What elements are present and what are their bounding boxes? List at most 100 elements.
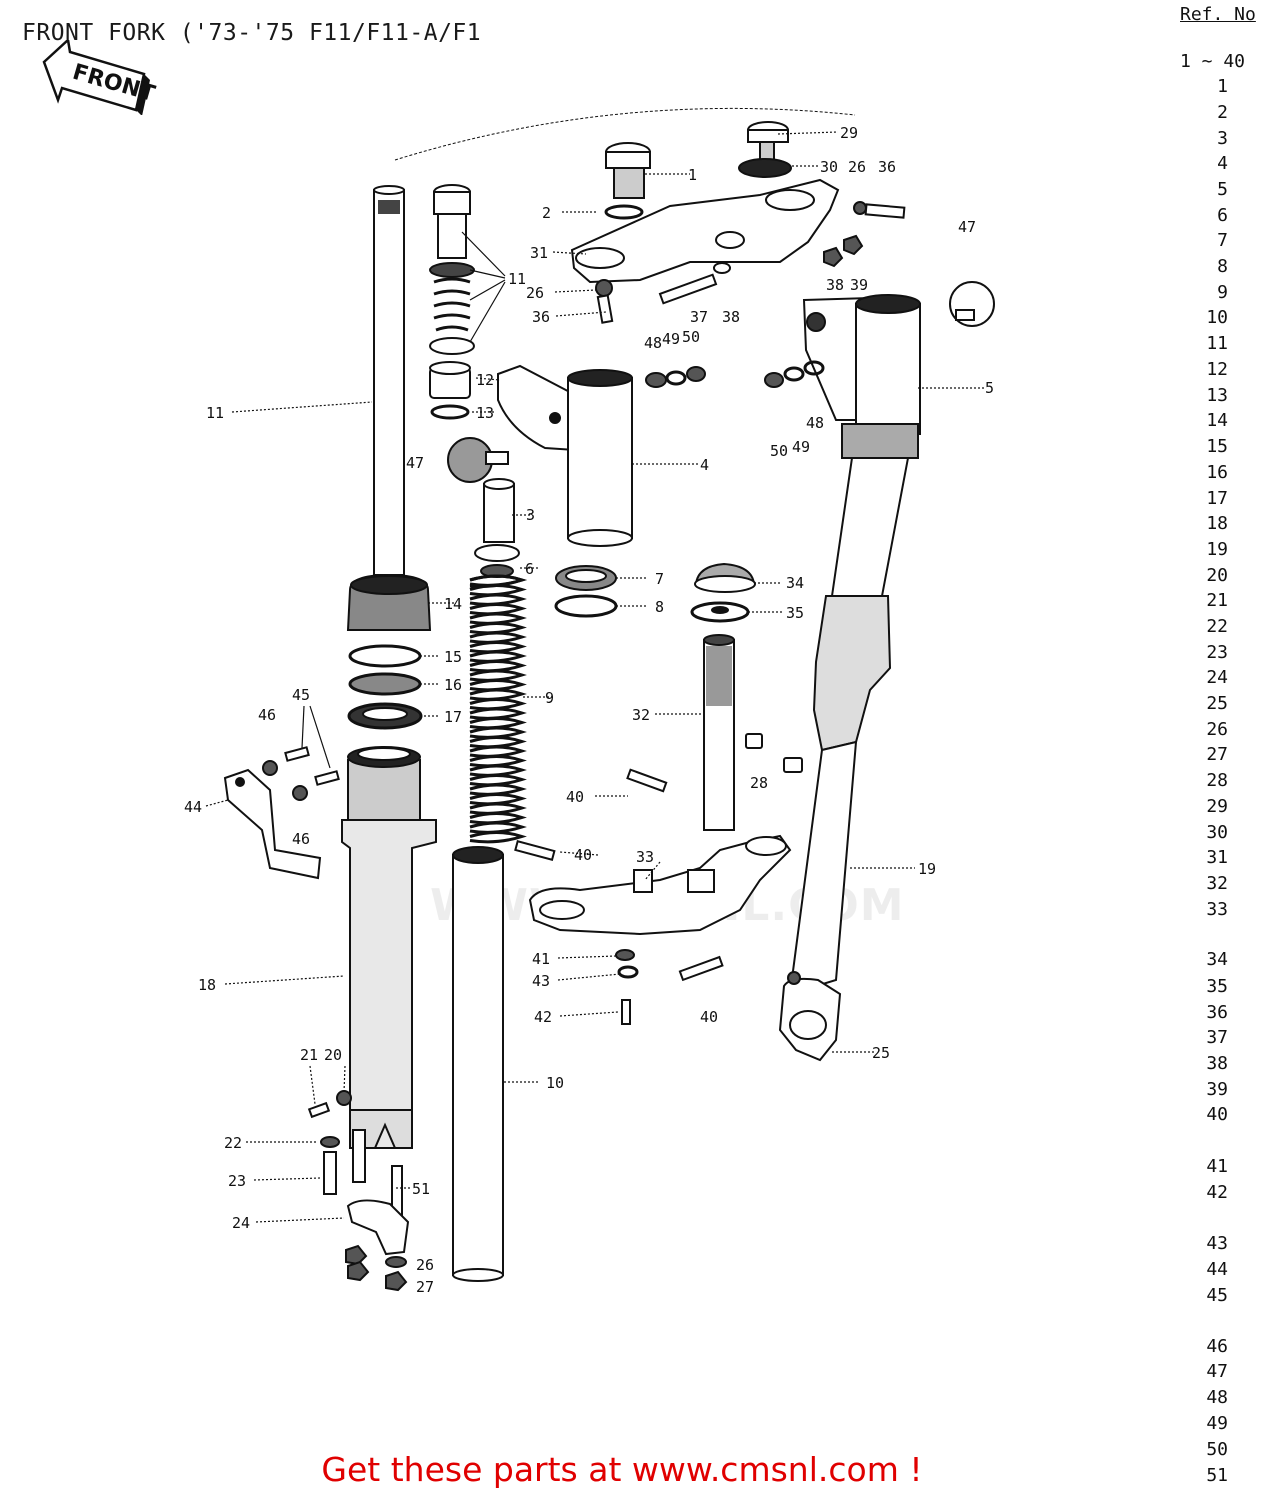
ref-number-item: 20 xyxy=(1206,565,1228,586)
spring-coil xyxy=(469,812,527,825)
spring-coil xyxy=(469,669,527,682)
ref-number-item: 25 xyxy=(1206,693,1228,714)
callout-44: 44 xyxy=(184,798,202,816)
callout-46-top: 46 xyxy=(258,706,276,724)
spring-coil xyxy=(469,764,527,777)
ref-number-item: 24 xyxy=(1206,667,1228,688)
callout-20: 20 xyxy=(324,1046,342,1064)
ref-number-item: 30 xyxy=(1206,822,1228,843)
spring-coil xyxy=(469,612,527,625)
ref-number-item: 9 xyxy=(1217,282,1228,303)
callout-50-mid: 50 xyxy=(682,328,700,346)
ref-column-header: Ref. No xyxy=(1180,4,1256,25)
callout-38-right: 38 xyxy=(826,276,844,294)
ref-number-item: 29 xyxy=(1206,796,1228,817)
ref-number-item: 32 xyxy=(1206,873,1228,894)
ref-number-item: 21 xyxy=(1206,590,1228,611)
spring-coil xyxy=(469,584,527,597)
callout-40-c: 40 xyxy=(700,1008,718,1026)
ref-number-item: 1 xyxy=(1217,76,1228,97)
callout-7: 7 xyxy=(655,570,664,588)
callout-32: 32 xyxy=(632,706,650,724)
callout-21: 21 xyxy=(300,1046,318,1064)
callout-2: 2 xyxy=(542,204,551,222)
ref-number-item: 35 xyxy=(1206,976,1228,997)
ref-number-item: 38 xyxy=(1206,1053,1228,1074)
spring-coil xyxy=(469,679,527,692)
ref-number-item: 5 xyxy=(1217,179,1228,200)
callout-5: 5 xyxy=(985,379,994,397)
callout-18: 18 xyxy=(198,976,216,994)
callout-34: 34 xyxy=(786,574,804,592)
ref-number-item: 42 xyxy=(1206,1182,1228,1203)
spring-coil xyxy=(469,574,527,587)
spring-coil xyxy=(469,631,527,644)
ref-number-item: 26 xyxy=(1206,719,1228,740)
callout-49-right: 49 xyxy=(792,438,810,456)
damper-assembly xyxy=(429,184,475,420)
callout-36-top: 36 xyxy=(878,158,896,176)
ref-number-item: 27 xyxy=(1206,744,1228,765)
callout-14: 14 xyxy=(444,595,462,613)
callout-6: 6 xyxy=(525,560,534,578)
ref-number-item: 28 xyxy=(1206,770,1228,791)
spring-coil xyxy=(469,783,527,796)
callout-17: 17 xyxy=(444,708,462,726)
ref-number-item: 40 xyxy=(1206,1104,1228,1125)
ref-number-item: 49 xyxy=(1206,1413,1228,1434)
callout-29: 29 xyxy=(840,124,858,142)
callout-4: 4 xyxy=(700,456,709,474)
ref-number-item: 48 xyxy=(1206,1387,1228,1408)
callout-45: 45 xyxy=(292,686,310,704)
ref-number-item: 18 xyxy=(1206,513,1228,534)
spring-coil xyxy=(469,622,527,635)
spring-coil xyxy=(469,641,527,654)
ref-number-item: 8 xyxy=(1217,256,1228,277)
callout-1: 1 xyxy=(688,166,697,184)
spring-coil xyxy=(469,745,527,758)
ref-number-item: 7 xyxy=(1217,230,1228,251)
callout-38-left: 38 xyxy=(722,308,740,326)
callout-31: 31 xyxy=(530,244,548,262)
callout-33: 33 xyxy=(636,848,654,866)
ref-number-item: 12 xyxy=(1206,359,1228,380)
ref-number-item: 43 xyxy=(1206,1233,1228,1254)
callout-30: 30 xyxy=(820,158,838,176)
ref-number-item: 6 xyxy=(1217,205,1228,226)
ref-number-item: 15 xyxy=(1206,436,1228,457)
front-direction-badge: FRONT xyxy=(42,40,158,115)
spring-coil xyxy=(469,650,527,663)
callout-41: 41 xyxy=(532,950,550,968)
ref-number-item: 51 xyxy=(1206,1465,1228,1486)
spring-coil xyxy=(469,774,527,787)
fork-outer-tube-right xyxy=(778,294,921,1062)
ref-number-item: 47 xyxy=(1206,1361,1228,1382)
ref-number-item: 41 xyxy=(1206,1156,1228,1177)
callout-35: 35 xyxy=(786,604,804,622)
spring-spacer xyxy=(483,483,515,543)
callout-26-top: 26 xyxy=(848,158,866,176)
callout-10: 10 xyxy=(546,1074,564,1092)
ref-number-item: 19 xyxy=(1206,539,1228,560)
ref-number-item: 17 xyxy=(1206,488,1228,509)
cmsnl-parts-link[interactable]: Get these parts at www.cmsnl.com ! xyxy=(321,1450,923,1489)
ref-number-item: 22 xyxy=(1206,616,1228,637)
brake-hose-bracket xyxy=(223,768,322,880)
callout-26-bottom: 26 xyxy=(416,1256,434,1274)
callout-13: 13 xyxy=(476,404,494,422)
ref-number-item: 4 xyxy=(1217,153,1228,174)
callout-19: 19 xyxy=(918,860,936,878)
callout-48-right: 48 xyxy=(806,414,824,432)
spring-coil xyxy=(469,603,527,616)
fork-spring xyxy=(469,574,527,844)
spring-coil xyxy=(469,831,527,844)
callout-9: 9 xyxy=(545,689,554,707)
ref-number-item: 39 xyxy=(1206,1079,1228,1100)
ref-number-item: 13 xyxy=(1206,385,1228,406)
callout-37: 37 xyxy=(690,308,708,326)
callout-40-b: 40 xyxy=(574,846,592,864)
ref-number-item: 34 xyxy=(1206,949,1228,970)
spring-coil xyxy=(469,688,527,701)
ref-number-item: 50 xyxy=(1206,1439,1228,1460)
spring-coil xyxy=(469,707,527,720)
